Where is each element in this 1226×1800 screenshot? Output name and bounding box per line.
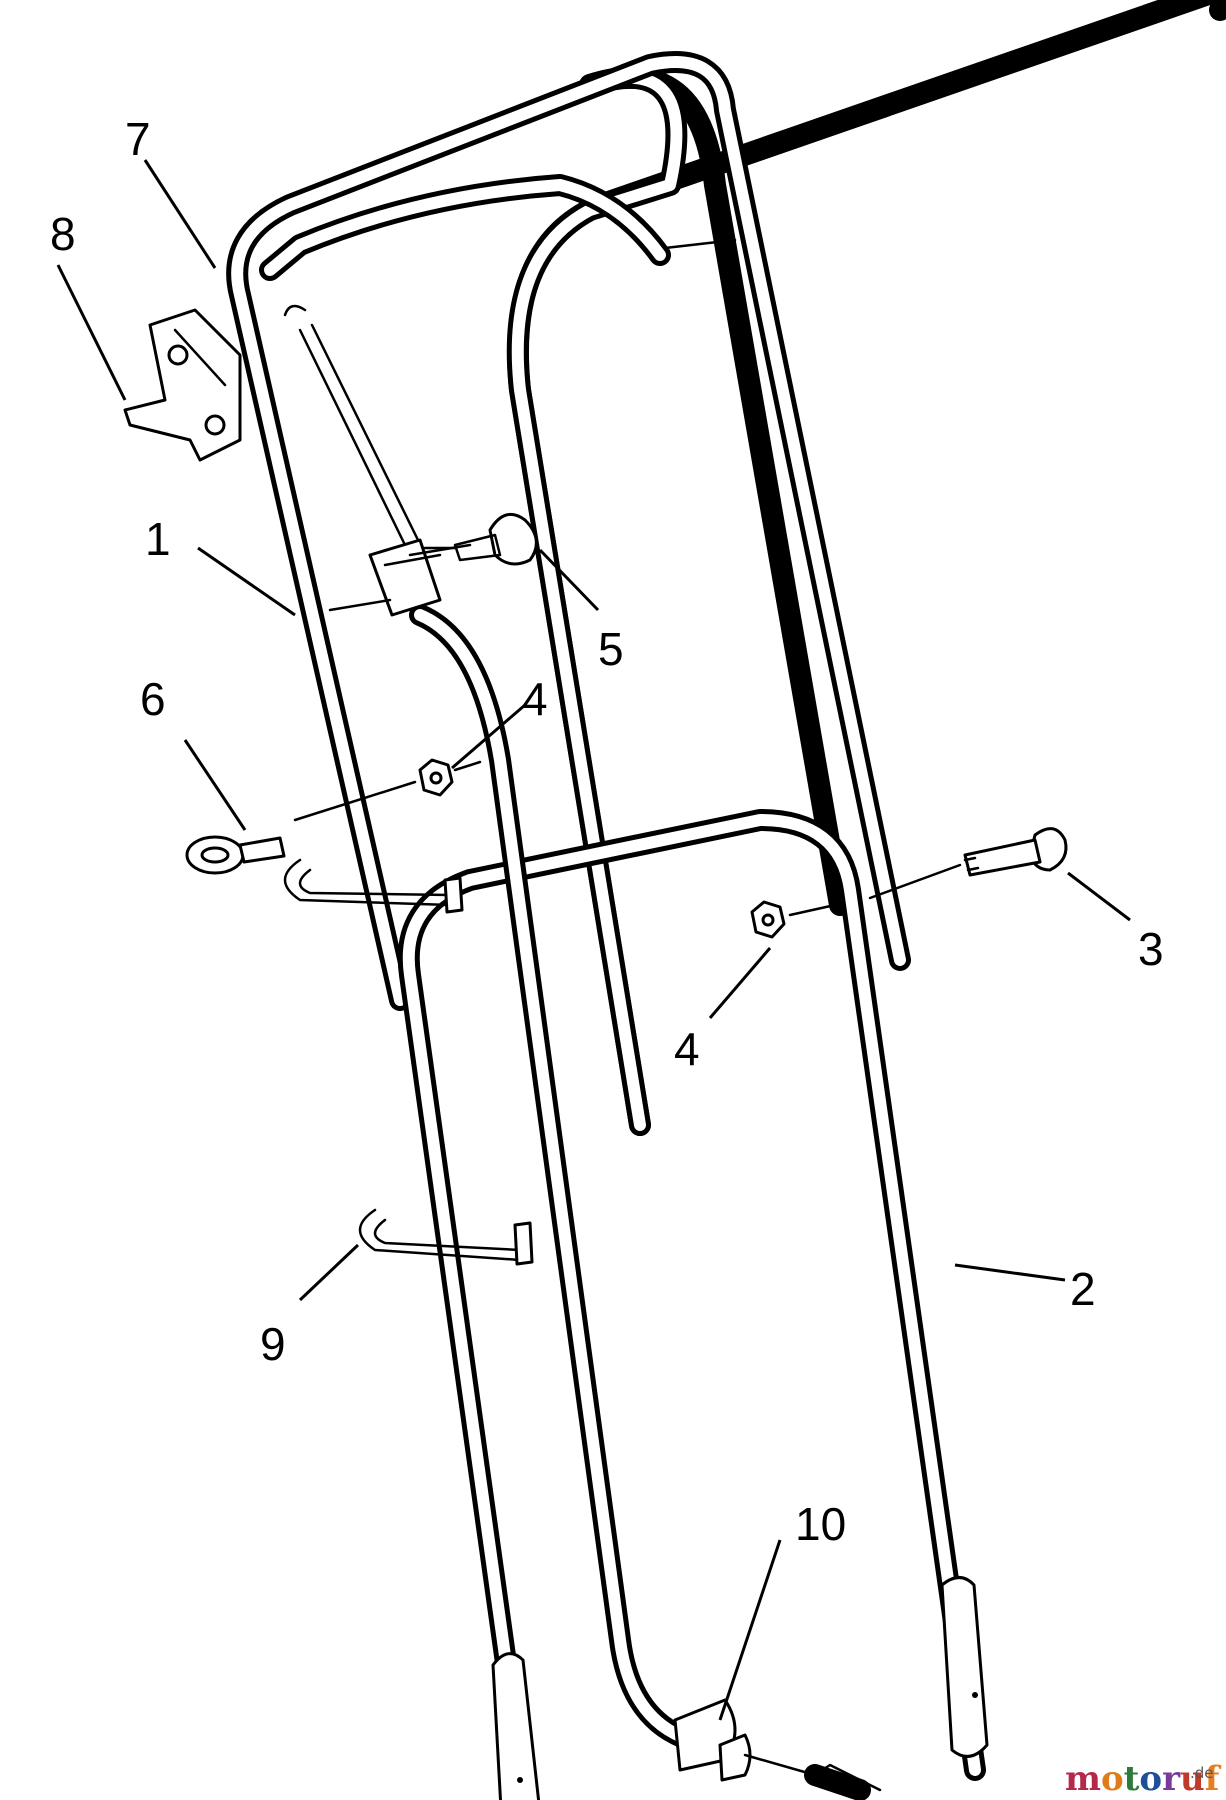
callout-6: 6 — [140, 673, 166, 725]
control-cable — [283, 304, 882, 1800]
leader-lines — [56, 159, 1131, 1721]
cable-clip-lower — [358, 1208, 534, 1266]
callout-5: 5 — [598, 623, 624, 675]
watermark-letter: o — [1101, 1759, 1124, 1799]
leader-3 — [1067, 871, 1131, 922]
callout-8: 8 — [50, 208, 76, 260]
callout-4-lower: 4 — [674, 1023, 700, 1075]
leader-7 — [143, 159, 217, 269]
leader-5 — [538, 548, 600, 612]
leader-6 — [183, 739, 247, 831]
callout-9: 9 — [260, 1318, 286, 1370]
eye-bolt — [185, 835, 286, 875]
watermark-letter: u — [1180, 1759, 1205, 1799]
callout-4-upper: 4 — [522, 673, 548, 725]
leader-8 — [56, 264, 127, 401]
leader-4a — [451, 703, 526, 770]
leader-1 — [197, 546, 296, 617]
bolt — [963, 827, 1068, 877]
cable-clip-upper — [283, 858, 464, 914]
callout-3: 3 — [1138, 923, 1164, 975]
watermark-letter: f — [1205, 1759, 1222, 1799]
nut-upper — [418, 758, 454, 797]
watermark-letter: m — [1065, 1759, 1101, 1799]
callout-1: 1 — [145, 513, 171, 565]
leader-2 — [954, 1263, 1066, 1282]
watermark-letter: t — [1124, 1759, 1140, 1799]
callout-10: 10 — [795, 1498, 846, 1550]
leader-9 — [298, 1243, 360, 1302]
lower-handle — [397, 809, 989, 1800]
callout-labels: 1 2 3 4 4 5 6 7 8 9 10 — [50, 113, 1164, 1550]
watermark-brand: motoruf — [1065, 1759, 1222, 1799]
leader-10 — [718, 1539, 782, 1721]
upper-handle — [506, 0, 1226, 1136]
watermark-letter: r — [1162, 1759, 1181, 1799]
leader-4b — [708, 947, 772, 1019]
watermark-suffix: .de — [1190, 1764, 1214, 1782]
assembly-lines — [293, 238, 962, 917]
callout-7: 7 — [125, 113, 151, 165]
nut-lower — [750, 900, 786, 939]
upper-handle-loop — [226, 51, 911, 1011]
watermark-letter: o — [1139, 1759, 1162, 1799]
callout-2: 2 — [1070, 1263, 1096, 1315]
bracket — [123, 308, 242, 462]
watermark-logo: motoruf .de — [1065, 1759, 1222, 1799]
